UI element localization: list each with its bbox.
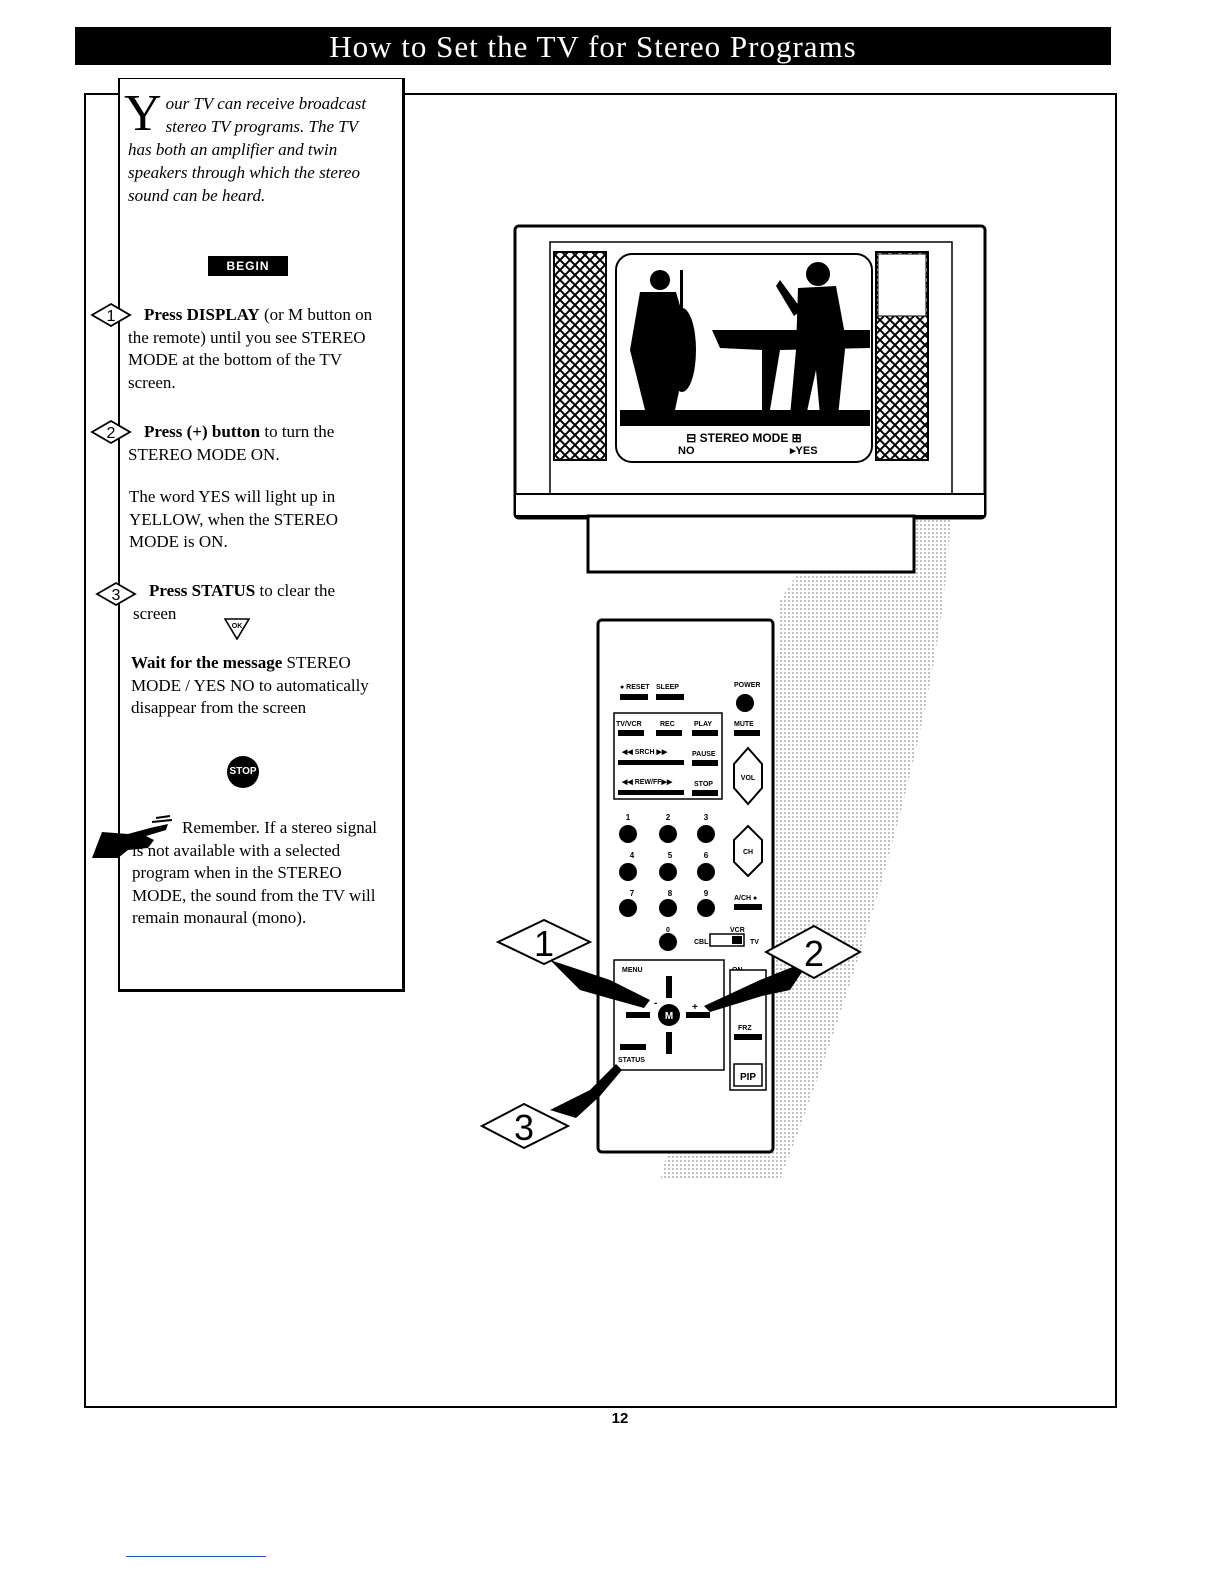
remote-plus: + bbox=[692, 1002, 698, 1013]
step-2-rest: to turn the STEREO MODE ON. bbox=[128, 422, 335, 464]
remote-stop: STOP bbox=[694, 781, 713, 788]
callout-3: 3 bbox=[514, 1107, 534, 1148]
pointing-hand-icon bbox=[92, 815, 173, 858]
remote-cbl: CBL bbox=[694, 939, 709, 946]
digit-7: 7 bbox=[630, 889, 635, 898]
callout-1: 1 bbox=[534, 923, 554, 964]
step-1-rest: (or M button on the remote) until you se… bbox=[128, 305, 373, 392]
tv-no-option: NO bbox=[678, 445, 695, 457]
digit-9: 9 bbox=[704, 889, 709, 898]
page-title: How to Set the TV for Stereo Programs bbox=[75, 27, 1111, 65]
begin-label: BEGIN bbox=[208, 256, 288, 276]
remote-minus: - bbox=[654, 998, 657, 1009]
remote-vol: VOL bbox=[741, 775, 756, 782]
step-2-text: Press (+) button to turn the STEREO MODE… bbox=[128, 421, 383, 466]
step-2-marker-icon: 2 bbox=[90, 419, 132, 445]
digit-5: 5 bbox=[668, 851, 673, 860]
channel-rocker bbox=[733, 824, 763, 878]
remote-status: STATUS bbox=[618, 1057, 645, 1064]
step-3-text: Press STATUS to clear the screen bbox=[133, 580, 363, 625]
remote-menu: MENU bbox=[622, 967, 643, 974]
step-1-bold: Press DISPLAY bbox=[144, 305, 260, 324]
dropcap: Y bbox=[124, 85, 162, 142]
remember-note: Remember. If a stereo signal is not avai… bbox=[132, 818, 377, 927]
remote-rewff: ◀◀ REW/FF▶▶ bbox=[621, 779, 673, 786]
remote-mute: MUTE bbox=[734, 721, 754, 728]
stop-icon: STOP bbox=[227, 756, 259, 788]
callout-3-icon bbox=[480, 1102, 571, 1150]
remote-reset: ● RESET bbox=[620, 684, 650, 691]
left-speaker bbox=[553, 251, 607, 461]
callout-2: 2 bbox=[804, 933, 824, 974]
ok-label: OK bbox=[232, 623, 243, 630]
tv-yes-option: ▸YES bbox=[789, 445, 818, 457]
remote-play: PLAY bbox=[694, 721, 712, 728]
step-2-bold: Press (+) button bbox=[144, 422, 261, 441]
remote-rec: REC bbox=[660, 721, 675, 728]
wait-rest: STEREO MODE / YES NO to automatically di… bbox=[131, 653, 369, 717]
digit-3: 3 bbox=[704, 813, 709, 822]
digit-0: 0 bbox=[666, 927, 670, 934]
remote-sleep: SLEEP bbox=[656, 684, 679, 691]
remote-srch: ◀◀ SRCH ▶▶ bbox=[621, 749, 668, 756]
step-3-bold: Press STATUS bbox=[149, 581, 256, 600]
remote-tvvcr: TV/VCR bbox=[616, 721, 642, 728]
remote-m: M bbox=[665, 1011, 673, 1022]
power-button bbox=[736, 694, 754, 712]
digit-1: 1 bbox=[626, 813, 631, 822]
callout-2-icon bbox=[763, 924, 863, 980]
intro-body: our TV can receive broadcast stereo TV p… bbox=[128, 94, 367, 205]
digit-2: 2 bbox=[666, 813, 671, 822]
step-3-marker-icon: 3 bbox=[95, 581, 137, 607]
step-1-text: Press DISPLAY (or M button on the remote… bbox=[128, 304, 383, 394]
musicians-picture bbox=[620, 262, 870, 426]
page-number: 12 bbox=[611, 1410, 629, 1427]
callout-1-icon bbox=[495, 918, 593, 966]
digit-8: 8 bbox=[668, 889, 673, 898]
digit-6: 6 bbox=[704, 851, 709, 860]
tv-stand bbox=[586, 514, 916, 574]
remote-frz: FRZ bbox=[738, 1025, 752, 1032]
remote-power: POWER bbox=[734, 682, 760, 689]
remote-tv: TV bbox=[750, 939, 759, 946]
tv-remote-illustration: ⊟ STEREO MODE ⊞ NO ▸YES ● RESET SLEEP PO… bbox=[480, 224, 987, 1180]
remote-ch: CH bbox=[743, 849, 753, 856]
m-button bbox=[658, 1004, 680, 1026]
remote-vcr: VCR bbox=[730, 927, 745, 934]
step-2-number: 2 bbox=[107, 425, 116, 442]
step-1-marker-icon: 1 bbox=[90, 302, 132, 328]
step-3-rest: to clear the screen bbox=[133, 581, 336, 623]
wait-bold: Wait for the message bbox=[131, 653, 283, 672]
step-1-number: 1 bbox=[107, 308, 116, 325]
tv-stereo-mode-line: ⊟ STEREO MODE ⊞ bbox=[686, 431, 801, 445]
digit-4: 4 bbox=[630, 851, 635, 860]
content-frame bbox=[84, 93, 1117, 1408]
hand-2-icon bbox=[704, 960, 810, 1012]
yes-note: The word YES will light up in YELLOW, wh… bbox=[129, 487, 339, 551]
instruction-panel bbox=[118, 78, 405, 992]
wait-text: Wait for the message STEREO MODE / YES N… bbox=[131, 652, 381, 720]
remote-pip: PIP bbox=[740, 1072, 756, 1083]
remote-ach: A/CH ● bbox=[734, 895, 757, 902]
ok-icon: OK bbox=[224, 618, 250, 640]
footer-line bbox=[126, 1556, 266, 1557]
step-3-number: 3 bbox=[112, 587, 121, 604]
hand-1-icon bbox=[550, 960, 650, 1008]
remote-pause: PAUSE bbox=[692, 751, 716, 758]
volume-rocker bbox=[733, 746, 763, 806]
hand-3-icon bbox=[550, 1064, 622, 1118]
